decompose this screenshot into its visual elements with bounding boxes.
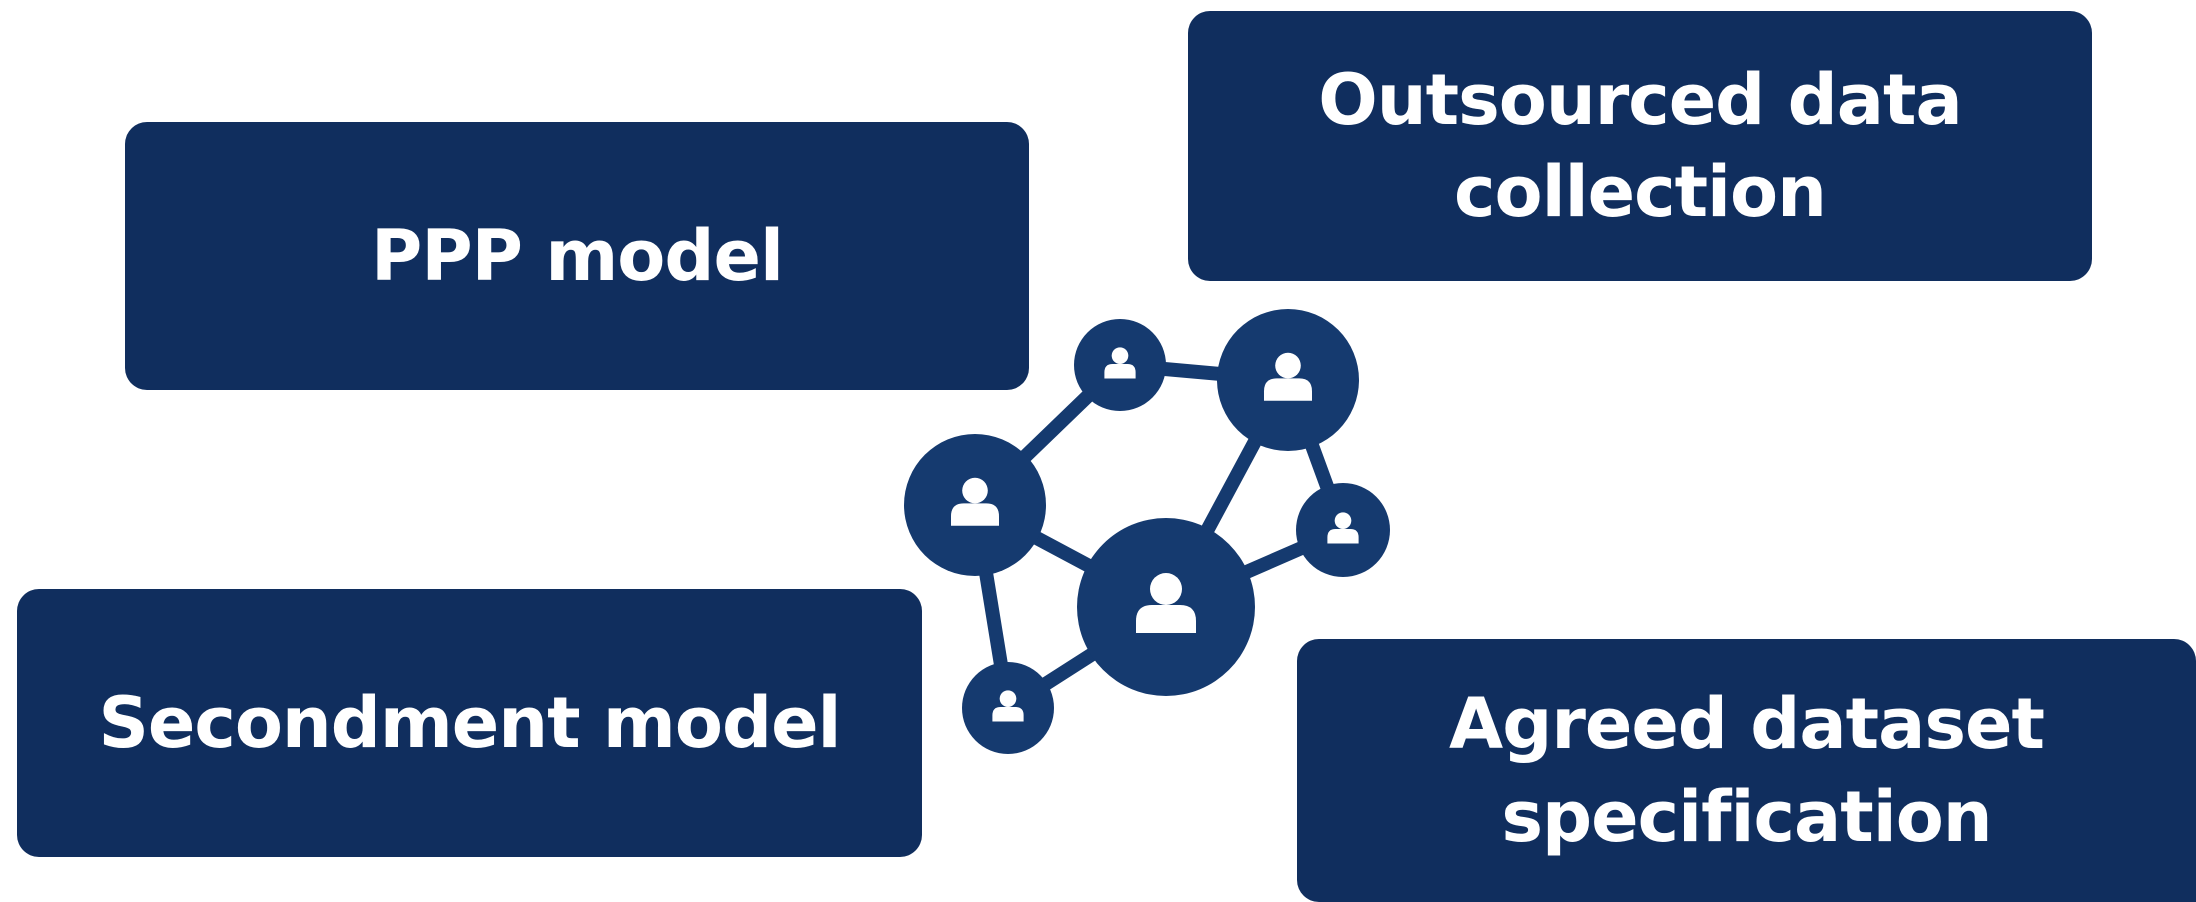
outsourced-data-collection-label: Outsourced data collection (1318, 58, 1962, 233)
ppp-model-box: PPP model (125, 122, 1029, 390)
secondment-model-label: Secondment model (98, 681, 841, 764)
agreed-dataset-specification-label: Agreed dataset specification (1449, 683, 2045, 858)
secondment-model-box: Secondment model (17, 589, 922, 857)
ppp-model-label: PPP model (371, 214, 784, 297)
agreed-dataset-specification-box: Agreed dataset specification (1297, 639, 2196, 902)
people-network-icon (904, 309, 1390, 754)
network-nodes (904, 309, 1390, 754)
outsourced-data-collection-box: Outsourced data collection (1188, 11, 2092, 281)
